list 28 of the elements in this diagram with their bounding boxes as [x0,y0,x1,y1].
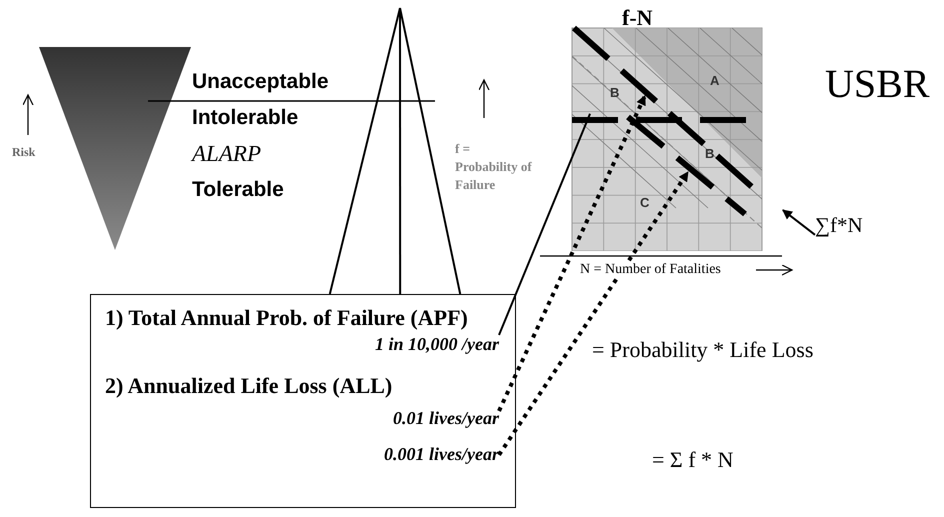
connector-line [498,113,591,336]
zone-label: B [610,86,620,100]
connector-line [328,8,401,294]
connector-line [399,8,462,294]
chart-title: f-N [622,6,653,30]
zone-label: C [640,196,650,210]
risk-level-label: Intolerable [192,106,298,130]
text-box [90,294,516,508]
risk-level-label: Unacceptable [192,70,329,94]
zone-label: B [705,147,714,162]
axis-label: Risk [12,146,36,160]
source-label: USBR [825,62,930,106]
sum-label: ∑f*N [815,214,863,238]
axis-label: f = Probability of Failure [455,140,533,194]
zone-label: A [710,74,720,88]
criterion-heading: 2) Annualized Life Loss (ALL) [105,372,394,400]
criterion-heading: 1) Total Annual Prob. of Failure (APF) [105,304,469,332]
formula-text: = Σ f * N [652,448,734,472]
value-text: 0.001 lives/year [384,445,499,465]
arrow [497,171,690,456]
formula-text: = Probability * Life Loss [592,338,814,362]
arrow [782,209,816,236]
axis-label: N = Number of Fatalities [578,262,723,278]
value-text: 0.01 lives/year [393,409,499,429]
risk-level-label: Tolerable [192,178,284,202]
arrow [497,95,647,412]
value-text: 1 in 10,000 /year [375,335,499,355]
risk-level-label: ALARP [192,141,261,166]
